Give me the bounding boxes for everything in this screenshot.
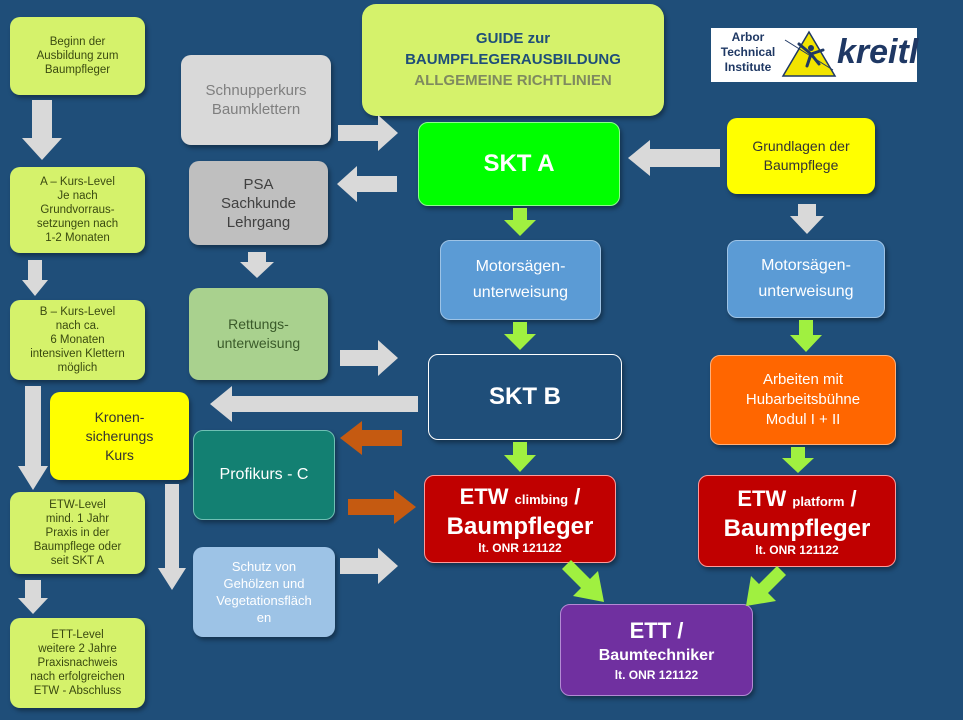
etw-climbing-box: ETW climbing / Baumpfleger lt. ONR 12112…: [424, 475, 616, 563]
header-title: BAUMPFLEGERAUSBILDUNG: [405, 51, 621, 68]
arrow-down-icon: [504, 322, 536, 350]
header-box: GUIDE zur BAUMPFLEGERAUSBILDUNG ALLGEMEI…: [362, 4, 664, 116]
arrow-down-icon: [782, 447, 814, 473]
arrow-diagonal-icon: [562, 560, 604, 602]
arrow-down-icon: [504, 442, 536, 472]
arrow-right-icon: [340, 548, 398, 584]
skt-a-box: SKT A: [418, 122, 620, 206]
motorsaegen-right-box: Motorsägen-unterweisung: [727, 240, 885, 318]
climber-icon: [781, 30, 837, 77]
logo-brand: kreitl: [837, 33, 919, 71]
skt-b-box: SKT B: [428, 354, 622, 440]
arrow-down-icon: [22, 260, 48, 296]
arrow-right-icon: [348, 490, 416, 524]
arrow-down-icon: [158, 484, 186, 590]
arrow-left-icon: [210, 386, 418, 422]
arrow-left-icon: [628, 140, 720, 176]
ett-box: ETT / Baumtechniker lt. ONR 121122: [560, 604, 753, 696]
motorsaegen-center-box: Motorsägen-unterweisung: [440, 240, 601, 320]
logo-technical: Technical: [720, 45, 776, 59]
arrow-right-icon: [338, 115, 398, 151]
arrow-down-icon: [790, 320, 822, 352]
rettung-box: Rettungs-unterweisung: [189, 288, 328, 380]
arrow-down-icon: [22, 100, 62, 160]
arrow-down-icon: [18, 580, 48, 614]
arrow-down-icon: [504, 208, 536, 236]
arrow-left-icon: [337, 166, 397, 202]
arrow-diagonal-icon: [746, 566, 786, 606]
header-subtitle: ALLGEMEINE RICHTLINIEN: [414, 72, 612, 89]
arrow-right-icon: [340, 340, 398, 376]
arrow-down-icon: [790, 204, 824, 234]
arrow-left-icon: [340, 421, 402, 455]
logo-institute: Institute: [724, 60, 772, 74]
logo: Arbor Technical Institute kreitl: [711, 28, 919, 82]
profikurs-box: Profikurs - C: [193, 430, 335, 520]
arrow-down-icon: [240, 252, 274, 278]
etw-platform-box: ETW platform / Baumpfleger lt. ONR 12112…: [698, 475, 896, 567]
arrow-down-icon: [18, 386, 48, 490]
header-line1: GUIDE zur: [475, 30, 551, 47]
logo-arbor: Arbor: [731, 30, 765, 44]
